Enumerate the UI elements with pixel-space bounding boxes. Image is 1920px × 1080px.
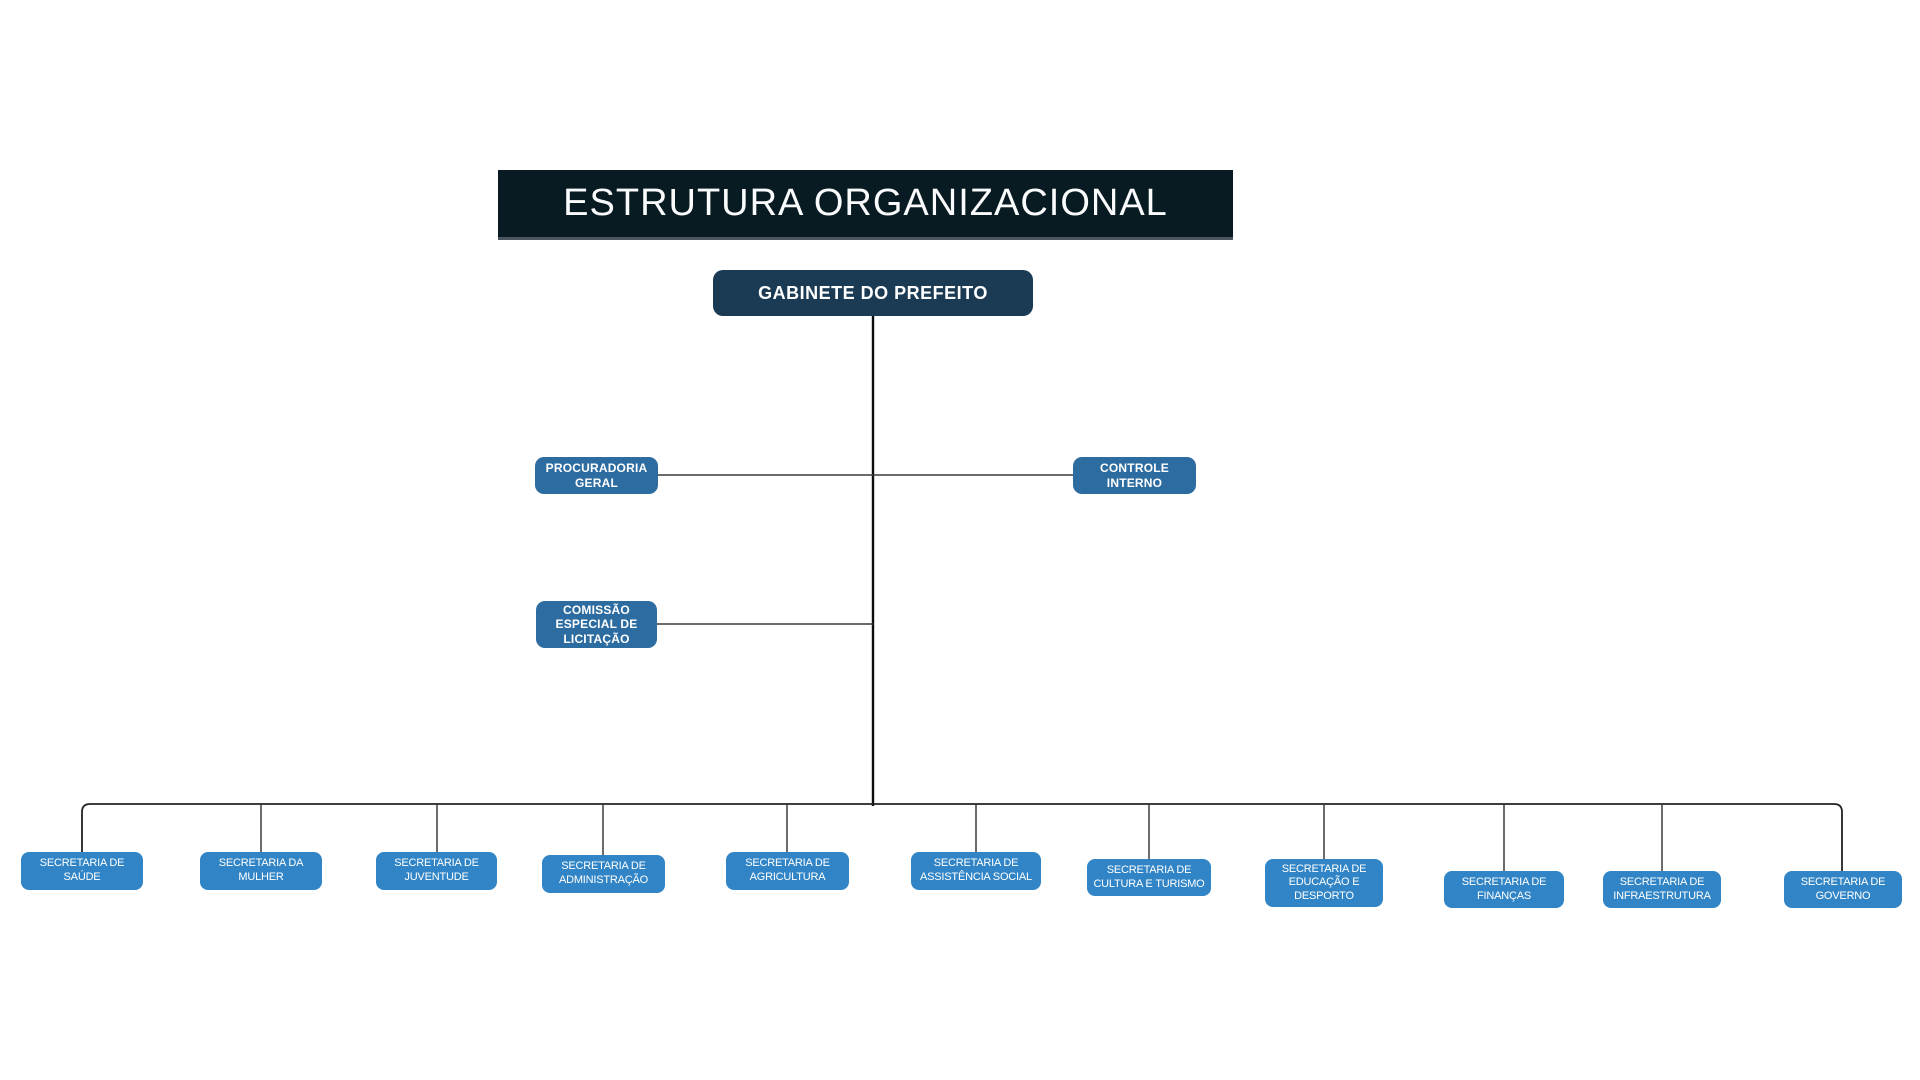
org-node-label: SECRETARIA DE AGRICULTURA	[745, 857, 830, 883]
org-node-label: SECRETARIA DE JUVENTUDE	[394, 857, 479, 883]
org-node-secretaria-de-financas: SECRETARIA DE FINANÇAS	[1444, 871, 1564, 908]
org-node-gabinete-do-prefeito: GABINETE DO PREFEITO	[713, 270, 1033, 316]
org-node-secretaria-de-assistencia-social: SECRETARIA DE ASSISTÊNCIA SOCIAL	[911, 852, 1041, 890]
org-node-label: SECRETARIA DE ADMINISTRAÇÃO	[558, 860, 649, 886]
org-node-secretaria-de-governo: SECRETARIA DE GOVERNO	[1784, 871, 1902, 908]
org-node-label: SECRETARIA DE EDUCAÇÃO E DESPORTO	[1281, 862, 1367, 902]
org-node-comissao-especial-de-licitacao: COMISSÃO ESPECIAL DE LICITAÇÃO	[536, 601, 657, 648]
chart-title: ESTRUTURA ORGANIZACIONAL	[563, 182, 1168, 224]
org-node-secretaria-de-agricultura: SECRETARIA DE AGRICULTURA	[726, 852, 849, 890]
org-node-label: PROCURADORIA GERAL	[545, 461, 648, 490]
org-node-label: SECRETARIA DE ASSISTÊNCIA SOCIAL	[920, 857, 1032, 883]
chart-title-banner: ESTRUTURA ORGANIZACIONAL	[498, 170, 1233, 240]
org-node-secretaria-de-cultura-e-turismo: SECRETARIA DE CULTURA E TURISMO	[1087, 859, 1211, 896]
org-node-controle-interno: CONTROLE INTERNO	[1073, 457, 1196, 494]
org-node-procuradoria-geral: PROCURADORIA GERAL	[535, 457, 658, 494]
org-node-label: SECRETARIA DE GOVERNO	[1800, 875, 1886, 902]
org-node-secretaria-de-educacao-e-desporto: SECRETARIA DE EDUCAÇÃO E DESPORTO	[1265, 859, 1383, 907]
org-node-secretaria-de-administracao: SECRETARIA DE ADMINISTRAÇÃO	[542, 855, 665, 893]
org-node-label: CONTROLE INTERNO	[1100, 461, 1169, 490]
org-node-label: SECRETARIA DA MULHER	[218, 857, 304, 883]
org-node-label: GABINETE DO PREFEITO	[758, 282, 988, 303]
org-node-secretaria-de-saude: SECRETARIA DE SAÚDE	[21, 852, 143, 890]
org-node-secretaria-da-mulher: SECRETARIA DA MULHER	[200, 852, 322, 890]
org-node-label: SECRETARIA DE INFRAESTRUTURA	[1613, 875, 1711, 902]
org-node-label: COMISSÃO ESPECIAL DE LICITAÇÃO	[555, 603, 638, 646]
org-node-secretaria-de-juventude: SECRETARIA DE JUVENTUDE	[376, 852, 497, 890]
connector-bottom-rail	[81, 803, 1843, 872]
org-node-secretaria-de-infraestrutura: SECRETARIA DE INFRAESTRUTURA	[1603, 871, 1721, 908]
org-node-label: SECRETARIA DE FINANÇAS	[1461, 875, 1547, 902]
org-node-label: SECRETARIA DE SAÚDE	[39, 857, 125, 883]
org-node-label: SECRETARIA DE CULTURA E TURISMO	[1093, 863, 1205, 890]
